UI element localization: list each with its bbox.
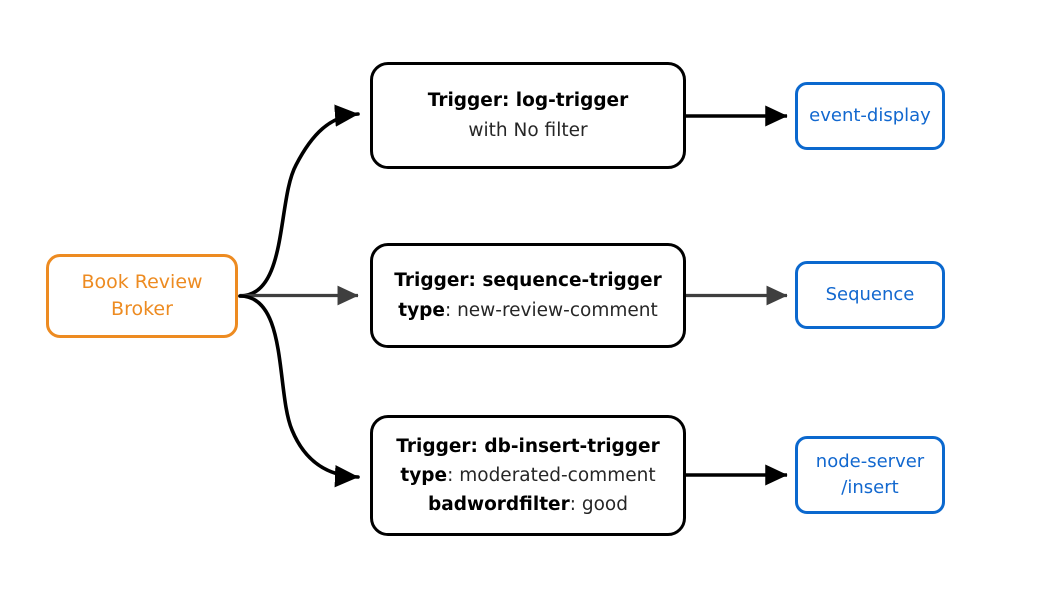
trigger-db-insert-detail-1-value: : moderated-comment <box>447 464 656 486</box>
trigger-sequence-detail-1-key: type <box>398 299 445 321</box>
node-sink-event-display[interactable]: event-display <box>795 82 945 150</box>
trigger-db-insert-detail-2-key: badwordfilter <box>428 494 570 516</box>
trigger-db-insert-detail-1: type: moderated-comment <box>400 461 655 490</box>
trigger-db-insert-detail-2-value: : good <box>569 494 628 516</box>
node-sink-node-server-insert[interactable]: node-server /insert <box>795 436 945 514</box>
trigger-log-detail-1-value: with No filter <box>468 119 588 141</box>
trigger-db-insert-title: Trigger: db-insert-trigger <box>396 435 660 457</box>
trigger-log-title: Trigger: log-trigger <box>427 90 629 112</box>
edge-broker-to-db-insert-trigger <box>238 294 360 488</box>
trigger-sequence-detail-1: type: new-review-comment <box>398 296 657 325</box>
trigger-db-insert-detail-1-key: type <box>400 464 448 486</box>
trigger-sequence-detail-1-value: : new-review-comment <box>444 299 658 321</box>
trigger-log-detail-1: with No filter <box>468 116 587 145</box>
node-trigger-sequence-trigger[interactable]: Trigger: sequence-trigger type: new-revi… <box>370 243 686 348</box>
broker-label-line-2: Broker <box>111 298 173 320</box>
node-trigger-db-insert-trigger[interactable]: Trigger: db-insert-trigger type: moderat… <box>370 415 686 536</box>
node-book-review-broker[interactable]: Book Review Broker <box>46 254 238 338</box>
broker-label-line-1: Book Review <box>81 271 203 294</box>
sink-node-server-label-line-2: /insert <box>841 477 899 498</box>
sink-event-display-label: event-display <box>809 105 931 127</box>
sink-node-server-label-line-1: node-server <box>815 451 925 473</box>
edge-broker-to-log-trigger <box>238 104 360 298</box>
trigger-sequence-title: Trigger: sequence-trigger <box>394 270 662 292</box>
node-sink-sequence[interactable]: Sequence <box>795 261 945 329</box>
sink-sequence-label: Sequence <box>825 284 915 306</box>
node-trigger-log-trigger[interactable]: Trigger: log-trigger with No filter <box>370 62 686 169</box>
trigger-db-insert-detail-2: badwordfilter: good <box>428 490 628 519</box>
